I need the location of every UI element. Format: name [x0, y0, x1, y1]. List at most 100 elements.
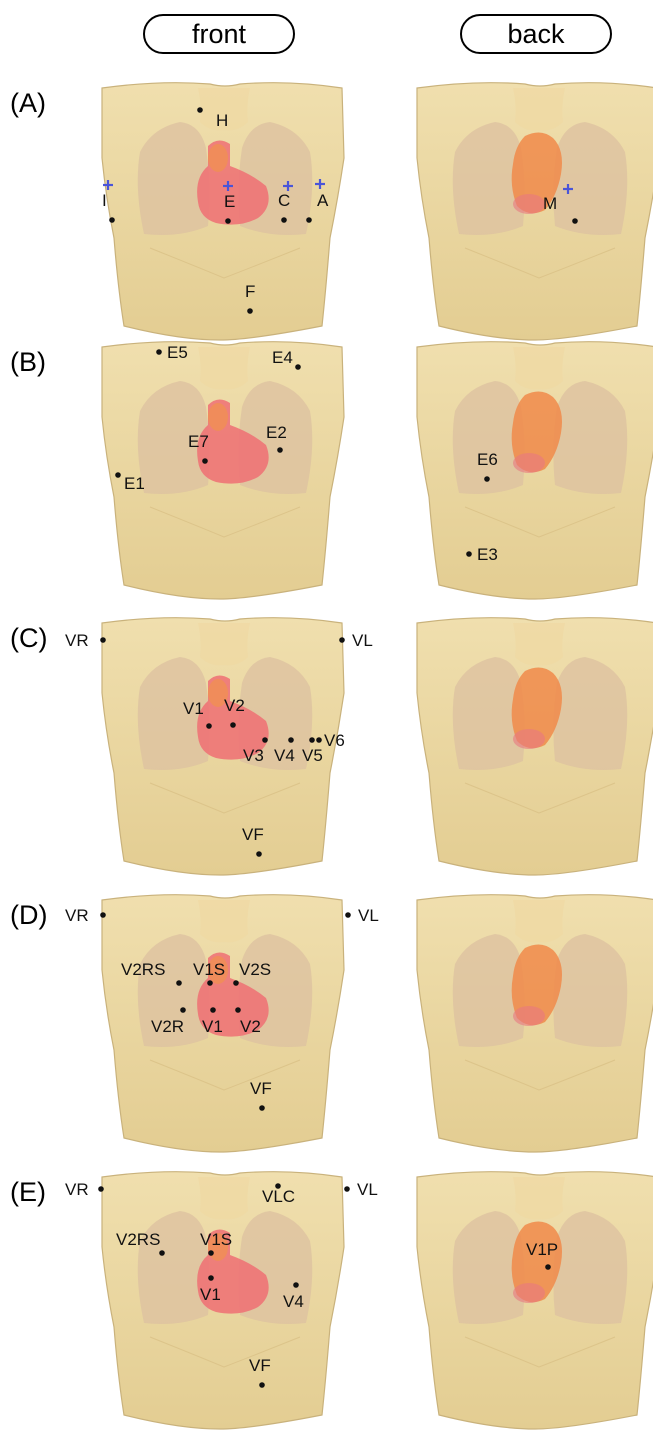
electrode-label-v4: V4: [274, 747, 295, 764]
electrode-dot-v1: [208, 1275, 214, 1281]
electrode-label-h: H: [216, 112, 228, 129]
electrode-label-v6: V6: [324, 732, 345, 749]
electrode-dot-vr: [98, 1186, 104, 1192]
electrode-label-e2: E2: [266, 424, 287, 441]
electrode-label-v1p: V1P: [526, 1241, 558, 1258]
panel-label: (B): [10, 347, 46, 378]
electrode-dot-v1: [206, 723, 212, 729]
electrode-dot-e6: [484, 476, 490, 482]
electrode-label-v2: V2: [224, 697, 245, 714]
electrode-label-vr: VR: [65, 632, 89, 649]
electrode-dot-m: [572, 218, 578, 224]
torso-back-figure: V1P: [405, 1167, 653, 1443]
panel-A: (A) H I E C A F: [0, 78, 653, 354]
electrode-dot-vl: [339, 637, 345, 643]
electrode-dot-e7: [202, 458, 208, 464]
electrode-label-vf: VF: [249, 1357, 271, 1374]
electrode-dot-h: [197, 107, 203, 113]
electrode-label-v2rs: V2RS: [121, 961, 165, 978]
electrode-dot-vf: [259, 1382, 265, 1388]
electrode-label-e1: E1: [124, 475, 145, 492]
electrode-label-a: A: [317, 192, 328, 209]
electrode-label-v1s: V1S: [200, 1231, 232, 1248]
torso-front-figure: VRVLVLCV2RSV1SV1V4VF: [90, 1167, 360, 1443]
electrode-dot-e3: [466, 551, 472, 557]
electrode-label-vl: VL: [358, 907, 379, 924]
electrode-label-v2s: V2S: [239, 961, 271, 978]
electrode-label-v1: V1: [202, 1018, 223, 1035]
electrode-dot-v4: [288, 737, 294, 743]
torso-back-figure: [405, 890, 653, 1166]
electrode-label-e7: E7: [188, 433, 209, 450]
electrode-label-e6: E6: [477, 451, 498, 468]
electrode-label-v2r: V2R: [151, 1018, 184, 1035]
electrode-label-vl: VL: [352, 632, 373, 649]
electrode-dot-vl: [344, 1186, 350, 1192]
electrode-dot-vr: [100, 912, 106, 918]
electrode-dot-e4: [295, 364, 301, 370]
electrode-dot-v1: [210, 1007, 216, 1013]
electrode-label-v1s: V1S: [193, 961, 225, 978]
electrode-label-vr: VR: [65, 907, 89, 924]
electrode-dot-v2r: [180, 1007, 186, 1013]
electrode-label-v2rs: V2RS: [116, 1231, 160, 1248]
electrode-dot-v1p: [545, 1264, 551, 1270]
electrode-label-v1: V1: [183, 700, 204, 717]
electrode-dot-f: [247, 308, 253, 314]
electrode-dot-vl: [345, 912, 351, 918]
panel-label: (C): [10, 623, 47, 654]
electrode-dot-v2s: [233, 980, 239, 986]
panel-B: (B) E5E4E2E7E1 E6E: [0, 337, 653, 613]
electrode-label-v3: V3: [243, 747, 264, 764]
electrode-label-v2: V2: [240, 1018, 261, 1035]
electrode-dot-vr: [100, 637, 106, 643]
electrode-label-c: C: [278, 192, 290, 209]
electrode-label-v1: V1: [200, 1286, 221, 1303]
electrode-dot-v6: [316, 737, 322, 743]
electrode-dot-e: [225, 218, 231, 224]
electrode-dot-vf: [259, 1105, 265, 1111]
panel-label: (E): [10, 1177, 46, 1208]
electrode-label-e: E: [224, 193, 235, 210]
electrode-label-f: F: [245, 283, 255, 300]
electrode-dot-v1s: [208, 1250, 214, 1256]
electrode-label-m: M: [543, 195, 557, 212]
electrode-dot-v2rs: [176, 980, 182, 986]
electrode-dot-a: [306, 217, 312, 223]
electrode-dot-i: [109, 217, 115, 223]
torso-front-figure: VRVLV2RSV1SV2SV2RV1V2VF: [90, 890, 360, 1166]
electrode-label-vf: VF: [242, 826, 264, 843]
torso-back-figure: M: [405, 78, 653, 354]
torso-front-figure: H I E C A F: [90, 78, 360, 354]
electrode-label-vlc: VLC: [262, 1188, 295, 1205]
electrode-dot-v2rs: [159, 1250, 165, 1256]
electrode-dot-v2: [235, 1007, 241, 1013]
electrode-dot-v5: [309, 737, 315, 743]
electrode-label-v4: V4: [283, 1293, 304, 1310]
electrode-dot-v1s: [207, 980, 213, 986]
electrode-dot-e1: [115, 472, 121, 478]
electrode-label-i: I: [102, 192, 107, 209]
electrode-dot-vf: [256, 851, 262, 857]
electrode-dot-v3: [262, 737, 268, 743]
electrode-dot-v2: [230, 722, 236, 728]
panel-label: (A): [10, 88, 46, 119]
torso-back-figure: [405, 613, 653, 889]
electrode-label-e3: E3: [477, 546, 498, 563]
electrode-label-vf: VF: [250, 1080, 272, 1097]
panel-label: (D): [10, 900, 47, 931]
electrode-dot-v4: [293, 1282, 299, 1288]
electrode-label-e4: E4: [272, 349, 293, 366]
back-header: back: [460, 14, 612, 54]
electrode-label-v5: V5: [302, 747, 323, 764]
electrode-dot-e5: [156, 349, 162, 355]
front-header: front: [143, 14, 295, 54]
electrode-label-e5: E5: [167, 344, 188, 361]
electrode-dot-c: [281, 217, 287, 223]
